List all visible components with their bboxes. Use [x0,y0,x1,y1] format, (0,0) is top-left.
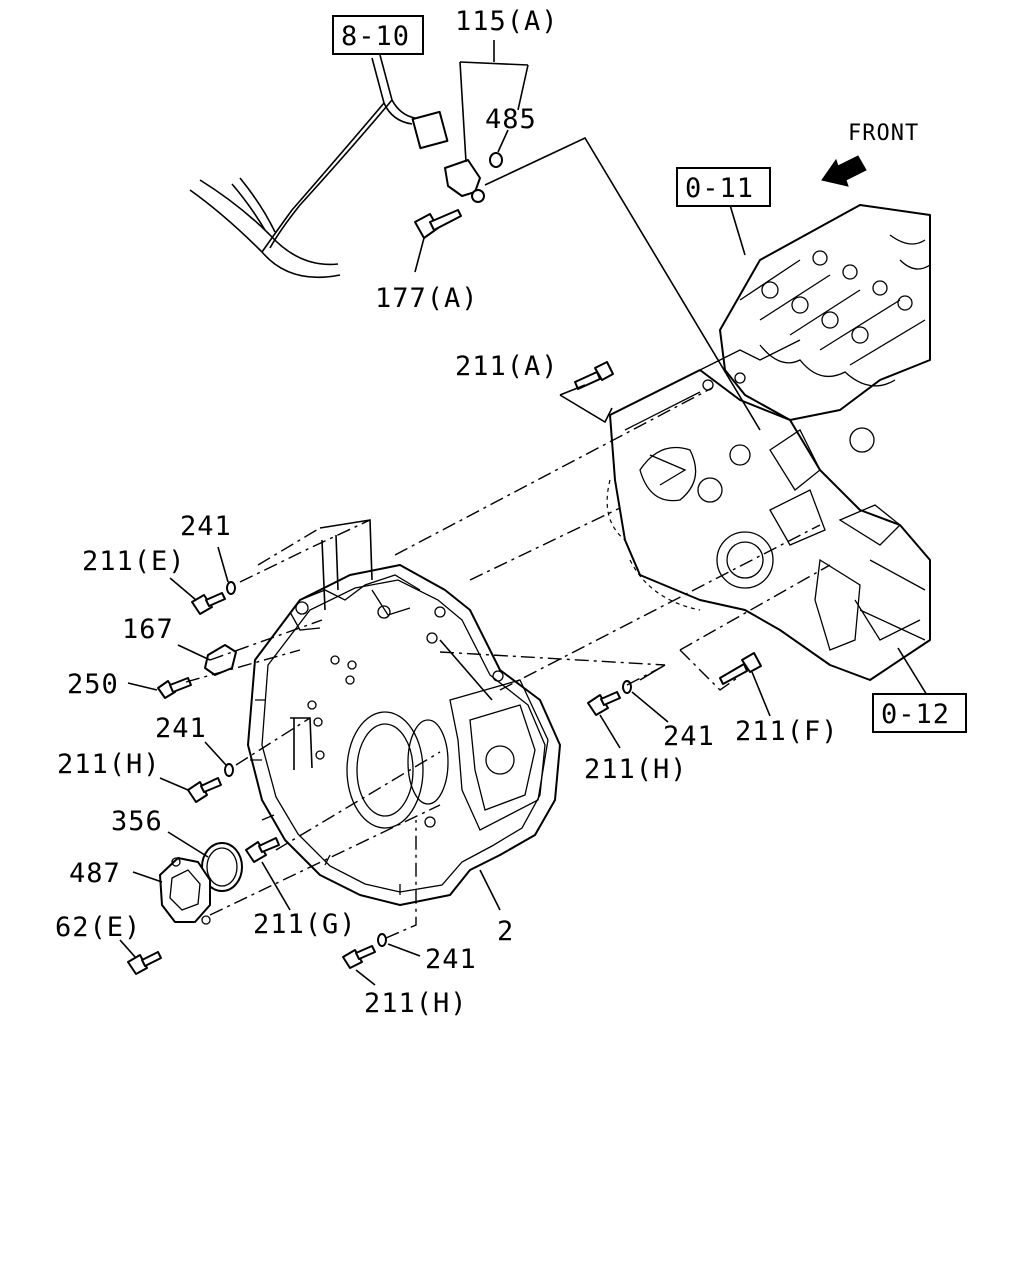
leader-lines [119,40,931,986]
callout-211e[interactable]: 211(E) [82,546,186,577]
callout-177a[interactable]: 177(A) [375,283,479,314]
callout-211h-bottom[interactable]: 211(H) [364,988,468,1019]
callout-241-mid[interactable]: 241 [155,713,207,744]
ref-box-0-12[interactable]: 0-12 [872,693,967,733]
o-ring-485 [489,152,503,168]
callout-241-bottom[interactable]: 241 [425,944,477,975]
callout-211g[interactable]: 211(G) [253,909,357,940]
small-parts-drawing [127,361,762,975]
front-arrow-icon [821,155,867,187]
callout-167[interactable]: 167 [122,614,174,645]
callout-211h-right[interactable]: 211(H) [584,754,688,785]
callout-241-right[interactable]: 241 [663,721,715,752]
ref-label-0-11: 0-11 [685,173,754,204]
sensor-115a-drawing [414,152,503,239]
callout-241-top[interactable]: 241 [180,511,232,542]
callout-487[interactable]: 487 [69,858,121,889]
callout-115a[interactable]: 115(A) [455,6,559,37]
callout-211h-left[interactable]: 211(H) [57,749,161,780]
callout-356[interactable]: 356 [111,806,163,837]
ref-box-8-10[interactable]: 8-10 [332,15,424,55]
callout-labels: 115(A) 485 177(A) 211(A) 241 211(E) 167 … [55,6,839,1019]
callout-2[interactable]: 2 [497,916,514,947]
ref-box-0-11[interactable]: 0-11 [676,167,771,207]
callout-211f[interactable]: 211(F) [735,716,839,747]
wiring-harness-drawing [189,54,449,279]
front-label: FRONT [848,121,919,146]
ref-label-8-10: 8-10 [341,21,410,52]
harness-connector [411,110,449,150]
callout-485[interactable]: 485 [485,104,537,135]
ref-label-0-12: 0-12 [881,699,950,730]
engine-block-drawing [606,204,931,681]
callout-211a[interactable]: 211(A) [455,351,559,382]
front-direction-arrow: FRONT [821,121,919,187]
callout-62e[interactable]: 62(E) [55,912,141,943]
callout-250[interactable]: 250 [67,669,119,700]
